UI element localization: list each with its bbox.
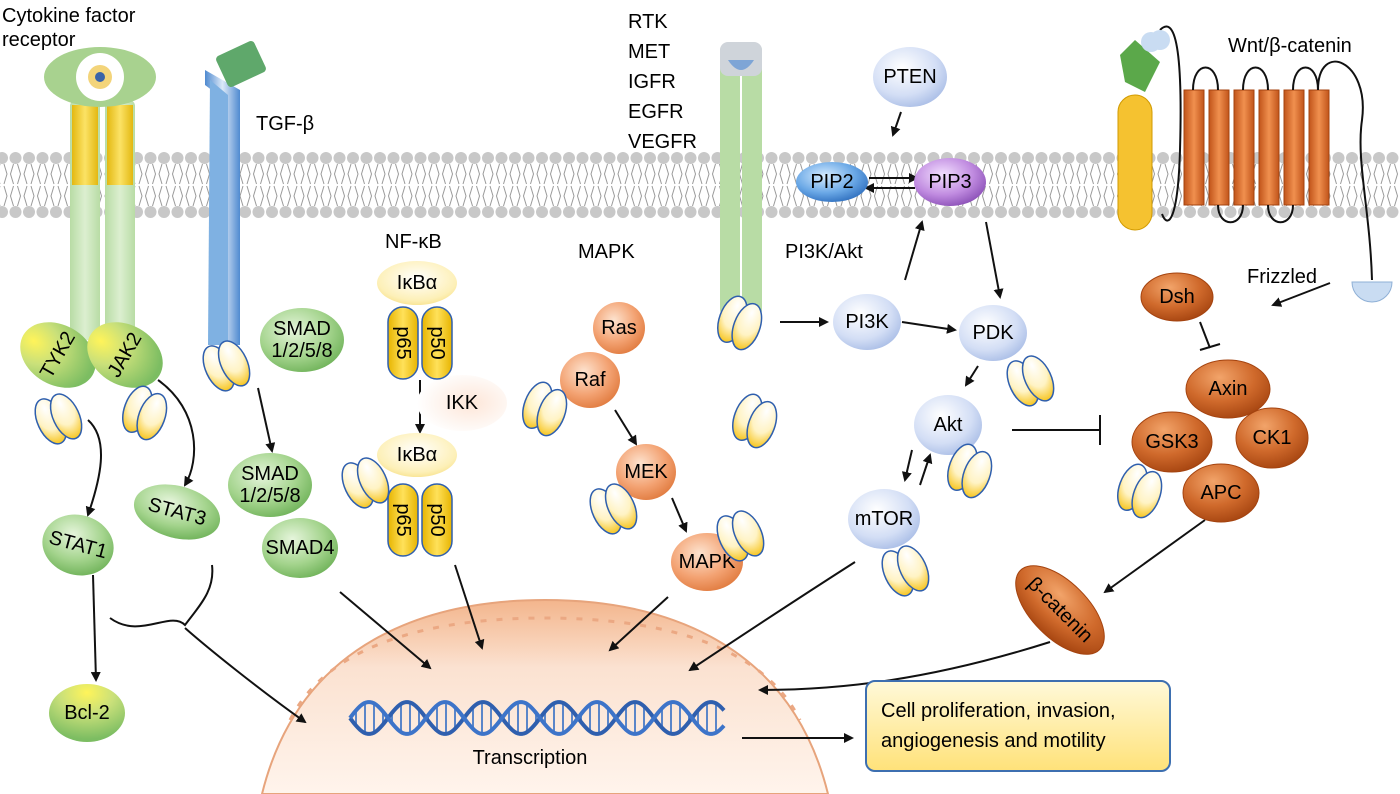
pip2-node: PIP2 — [796, 162, 868, 202]
subunit-pair-icon — [716, 510, 765, 562]
subunit-pair-icon — [122, 385, 168, 441]
pdk-label: PDK — [972, 322, 1014, 344]
egfr-label: EGFR — [628, 101, 684, 123]
frizzled-label: Frizzled — [1247, 266, 1317, 288]
pi3k-label: PI3K — [845, 311, 889, 333]
met-label: MET — [628, 41, 670, 63]
subunit-pair-icon — [717, 295, 763, 351]
ikba1-node: IκBα — [377, 261, 457, 305]
pten-label: PTEN — [883, 66, 936, 88]
raf-node: Raf — [560, 352, 620, 408]
axin-node: Axin — [1185, 359, 1271, 419]
akt-node: Akt — [914, 395, 982, 455]
ikk-node: IKK — [417, 375, 507, 431]
pi3k-akt-label: PI3K/Akt — [785, 241, 863, 263]
mapk-pathway-label: MAPK — [578, 241, 635, 263]
axin-label: Axin — [1209, 378, 1248, 400]
mek-node: MEK — [616, 444, 676, 500]
vegfr-label: VEGFR — [628, 131, 697, 153]
p50-label: p50 — [426, 326, 448, 359]
gsk3-label: GSK3 — [1145, 431, 1198, 453]
subunit-pair-icon — [947, 443, 993, 499]
ikk-label: IKK — [446, 392, 479, 414]
ck1-label: CK1 — [1253, 427, 1292, 449]
p50-subunit: p50 — [421, 306, 453, 380]
subunit-pair-icon — [589, 483, 638, 535]
pip3-label: PIP3 — [928, 171, 971, 193]
ikba2-node: IκBα — [377, 433, 457, 477]
ras-node: Ras — [593, 302, 645, 354]
dsh-node: Dsh — [1140, 272, 1214, 322]
subunit-pair-icon — [732, 393, 778, 449]
dsh-label: Dsh — [1159, 286, 1195, 308]
p50-label: p50 — [426, 503, 448, 536]
nfkb-label: NF-κB — [385, 231, 442, 253]
stat3-node: STAT3 — [133, 484, 221, 540]
p65-label: p65 — [392, 503, 414, 536]
tgf-label: TGF-β — [256, 113, 314, 135]
p50-subunit: p50 — [421, 483, 453, 557]
arrows — [85, 111, 1331, 743]
akt-label: Akt — [934, 414, 963, 436]
jak2-node: JAK2 — [87, 322, 163, 388]
smad4-label: SMAD4 — [266, 537, 335, 559]
ck1-node: CK1 — [1235, 407, 1309, 469]
subunit-pair-icon — [34, 393, 83, 445]
apc-label: APC — [1200, 482, 1241, 504]
p65-subunit: p65 — [387, 306, 419, 380]
tgf-beta-receptor — [205, 41, 266, 345]
igfr-label: IGFR — [628, 71, 676, 93]
subunit-pair-icon — [202, 340, 251, 392]
rtk-label: RTK — [628, 11, 668, 33]
frizzled-receptor — [1150, 25, 1393, 303]
lrp-receptor — [1117, 32, 1161, 231]
subunit-pair-icon — [341, 457, 390, 509]
mtor-label: mTOR — [855, 508, 914, 530]
mek-label: MEK — [624, 461, 668, 483]
outcome-box: Cell proliferation, invasion, angiogenes… — [865, 680, 1171, 772]
raf-label: Raf — [574, 369, 606, 391]
stat1-node: STAT1 — [42, 514, 114, 576]
ras-label: Ras — [601, 317, 637, 339]
p65-subunit: p65 — [387, 483, 419, 557]
tyk2-node: TYK2 — [20, 322, 96, 388]
pip3-node: PIP3 — [914, 158, 986, 206]
subunits: p65 p50 p65 p50 — [34, 295, 1163, 597]
outcome-text: Cell proliferation, invasion, angiogenes… — [881, 700, 1116, 752]
rtk-receptor — [720, 42, 762, 315]
apc-node: APC — [1182, 463, 1260, 523]
mtor-node: mTOR — [848, 489, 920, 549]
gsk3-node: GSK3 — [1131, 411, 1213, 473]
wnt-label: Wnt/β-catenin — [1228, 35, 1352, 57]
pten-node: PTEN — [873, 47, 947, 107]
p65-label: p65 — [392, 326, 414, 359]
ikba1-label: IκBα — [397, 272, 437, 294]
cytokine-receptor — [44, 47, 156, 340]
dna-helix-icon — [348, 700, 726, 736]
subunit-pair-icon — [1117, 463, 1163, 519]
pip2-label: PIP2 — [810, 171, 853, 193]
rtk-label-list: RTK MET IGFR EGFR VEGFR — [628, 11, 697, 153]
subunit-pair-icon — [522, 381, 568, 437]
pdk-node: PDK — [959, 305, 1027, 361]
pi3k-node: PI3K — [833, 294, 901, 350]
mapk-label: MAPK — [679, 551, 736, 573]
bcl2-label: Bcl-2 — [64, 702, 110, 724]
bcl2-node: Bcl-2 — [49, 684, 125, 742]
transcription-label: Transcription — [473, 747, 588, 769]
subunit-pair-icon — [1006, 355, 1055, 407]
subunit-pair-icon — [881, 545, 930, 597]
ikba2-label: IκBα — [397, 444, 437, 466]
smad4-node: SMAD4 — [262, 518, 338, 578]
